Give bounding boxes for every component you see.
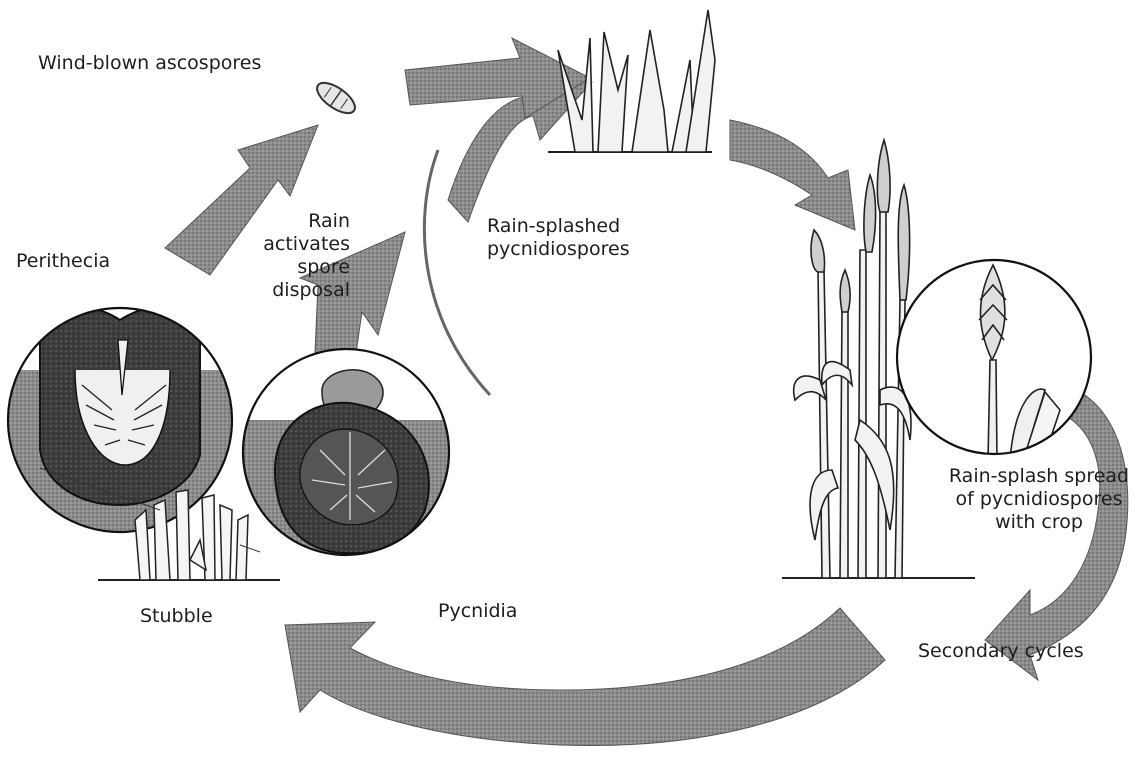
label-rain-activates-line-1: Rain: [240, 210, 350, 233]
label-pycnidia: Pycnidia: [438, 600, 517, 623]
pycnidium-icon: [240, 349, 460, 570]
arrow-bottom-return: [285, 608, 885, 746]
label-rain-activates: Rain activates spore disposal: [240, 210, 350, 302]
label-stubble: Stubble: [140, 605, 213, 628]
wheat-head-icon: [897, 260, 1091, 470]
label-secondary-cycles: Secondary cycles: [918, 640, 1084, 663]
label-rain-splash-spread-line-3: with crop: [948, 511, 1130, 534]
label-rain-activates-line-3: spore: [240, 256, 350, 279]
label-perithecia: Perithecia: [16, 250, 110, 273]
label-rain-splashed-line-1: Rain-splashed: [487, 215, 630, 238]
label-rain-activates-line-4: disposal: [240, 279, 350, 302]
label-rain-activates-line-2: activates: [240, 233, 350, 256]
arrow-seedlings-to-crop: [730, 120, 855, 230]
label-rain-splash-spread-line-1: Rain-splash spread: [948, 465, 1130, 488]
label-wind-blown-ascospores: Wind-blown ascospores: [38, 52, 261, 75]
label-rain-splashed-line-2: pycnidiospores: [487, 238, 630, 261]
label-rain-splash-spread-line-2: of pycnidiospores: [948, 488, 1130, 511]
ascospore-icon: [312, 77, 360, 119]
label-rain-splashed: Rain-splashed pycnidiospores: [487, 215, 630, 261]
label-rain-splash-spread: Rain-splash spread of pycnidiospores wit…: [948, 465, 1130, 534]
